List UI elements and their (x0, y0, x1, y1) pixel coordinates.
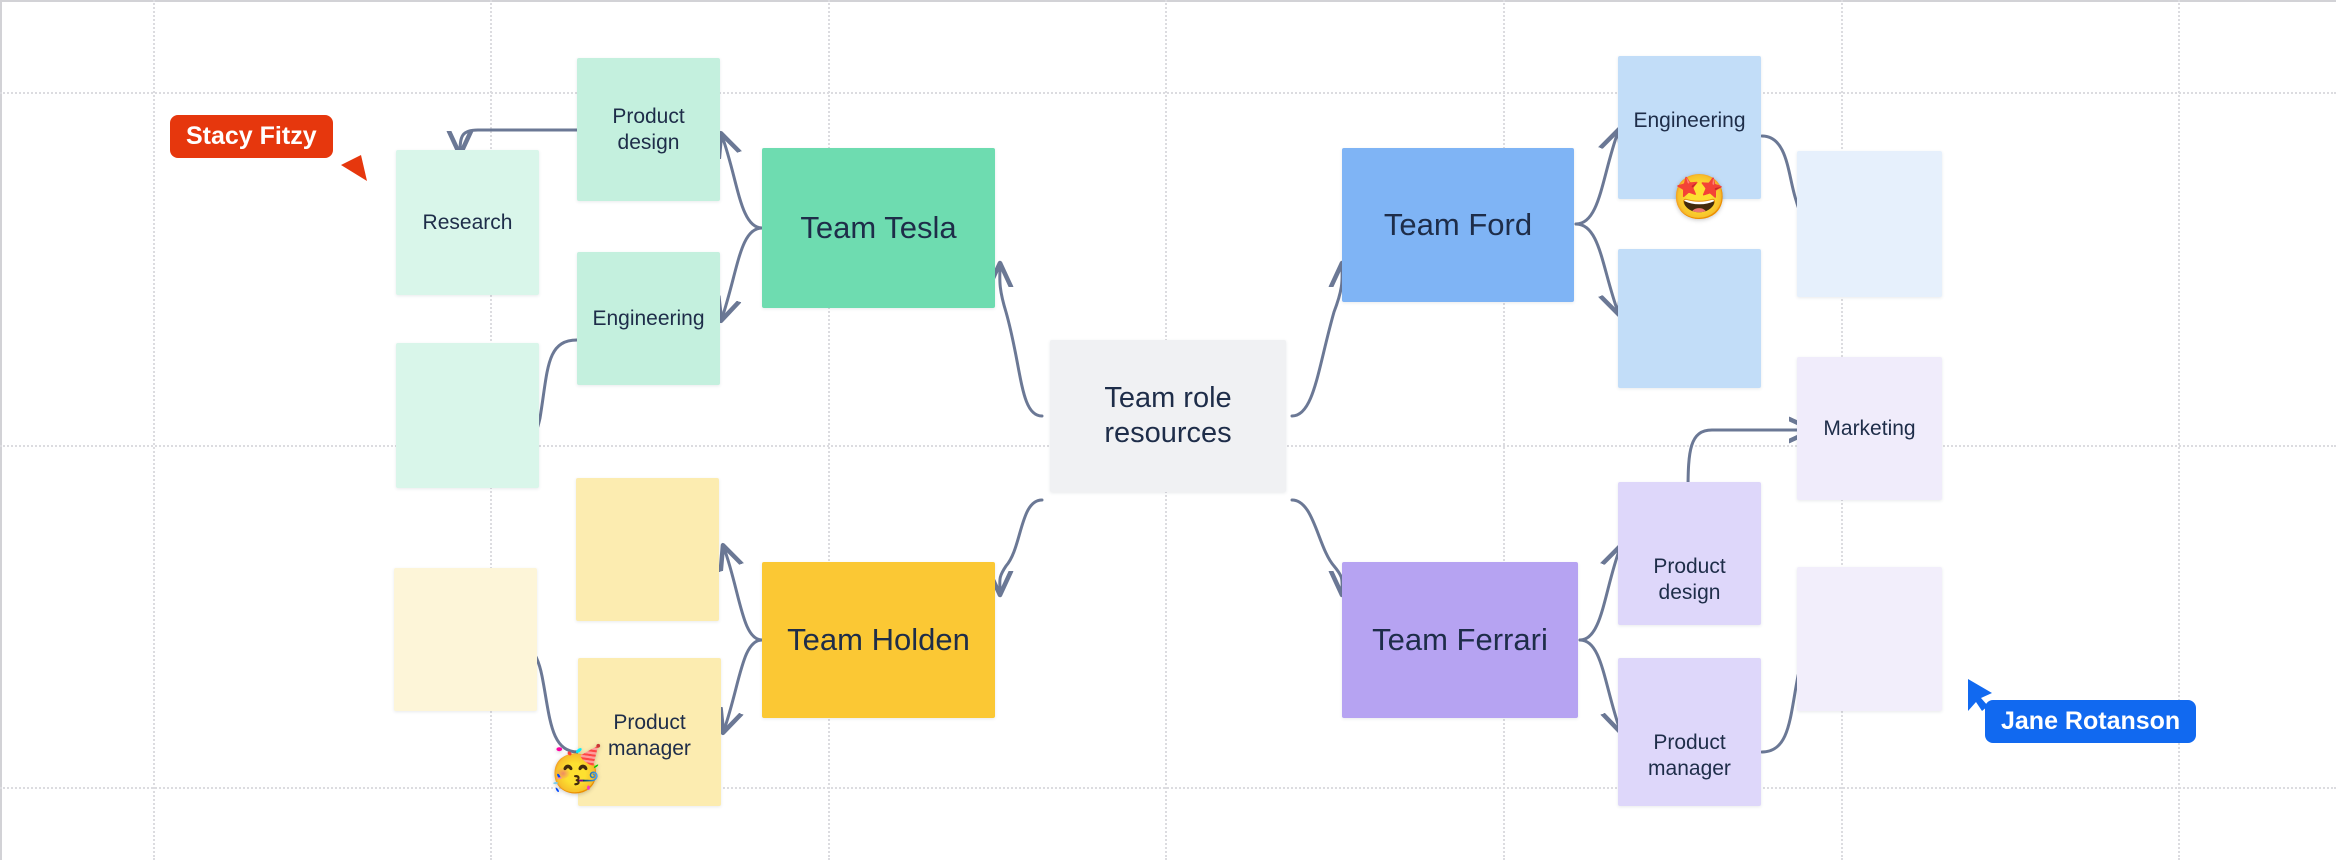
node-ford-empty-blue[interactable] (1618, 249, 1761, 388)
grid-line-vertical (1503, 0, 1505, 860)
node-team-ford[interactable]: Team Ford (1342, 148, 1574, 302)
party-face-emoji: 🥳 (548, 745, 603, 794)
node-ferrari-product-manager[interactable]: Product manager (1618, 658, 1761, 806)
cursor-label-stacy-fitzy: Stacy Fitzy (170, 115, 333, 158)
cursor-pointer-right-icon (1968, 679, 1992, 711)
node-holden-empty-yellow[interactable] (576, 478, 719, 621)
cursor-label-jane-rotanson: Jane Rotanson (1985, 700, 2197, 743)
node-marketing[interactable]: Marketing (1797, 357, 1942, 500)
node-tesla-engineering[interactable]: Engineering (577, 252, 720, 385)
node-team-holden[interactable]: Team Holden (762, 562, 995, 718)
grid-line-vertical (153, 0, 155, 860)
node-team-ferrari[interactable]: Team Ferrari (1342, 562, 1578, 718)
node-tesla-product-design[interactable]: Product design (577, 58, 720, 201)
node-ford-pale-blue[interactable] (1797, 151, 1942, 297)
grid-line-horizontal (0, 92, 2336, 94)
node-holden-pale-yellow[interactable] (394, 568, 537, 711)
node-ferrari-pale-purple[interactable] (1797, 567, 1942, 711)
node-holden-product-manager[interactable]: Product manager (578, 658, 721, 806)
node-ford-engineering[interactable]: Engineering (1618, 56, 1761, 199)
star-struck-face-emoji: 🤩 (1672, 173, 1727, 222)
cursor-pointer-left-icon (341, 155, 367, 181)
grid-line-vertical (828, 0, 830, 860)
node-research[interactable]: Research (396, 150, 539, 295)
node-team-role-resources[interactable]: Team role resources (1050, 340, 1286, 492)
node-team-tesla[interactable]: Team Tesla (762, 148, 995, 308)
node-tesla-empty-green[interactable] (396, 343, 539, 488)
grid-line-horizontal (0, 787, 2336, 789)
node-ferrari-product-design[interactable]: Product design (1618, 482, 1761, 625)
